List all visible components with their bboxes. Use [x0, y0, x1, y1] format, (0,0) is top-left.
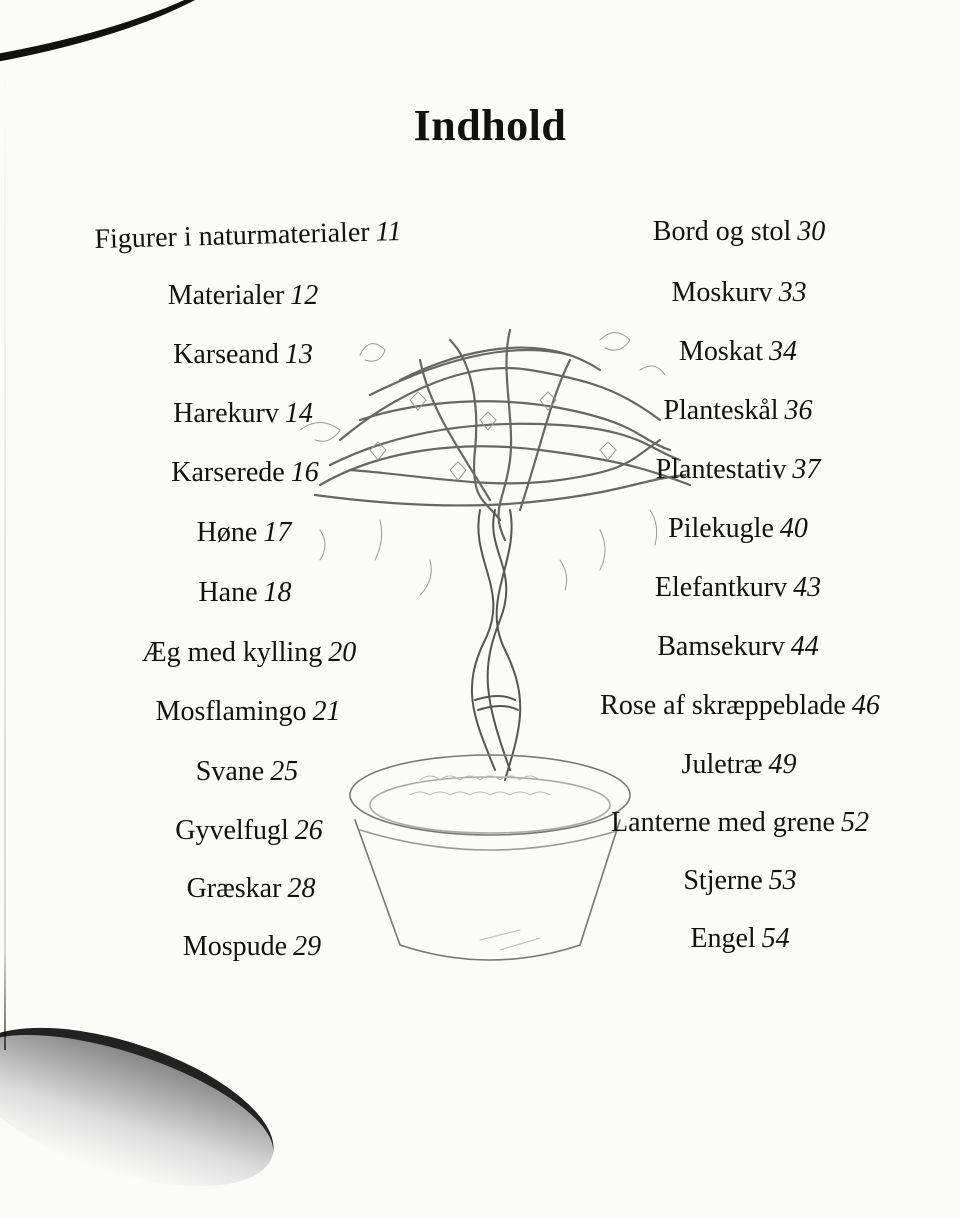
toc-entry-page: 13	[284, 339, 313, 370]
toc-entry-page: 26	[294, 815, 323, 846]
toc-entry-page: 28	[287, 873, 316, 904]
toc-entry-page: 20	[328, 637, 357, 668]
toc-entry-title: Høne	[196, 517, 258, 548]
toc-entry-title: Planteskål	[663, 395, 779, 426]
toc-entry-title: Figurer i naturmaterialer	[94, 216, 370, 256]
page-edge	[4, 40, 6, 1050]
page-curl-shadow-top	[0, 0, 265, 70]
toc-entry-title: Stjerne	[683, 865, 763, 896]
toc-entry-title: Bord og stol	[652, 216, 792, 247]
toc-entry-title: Harekurv	[173, 398, 279, 429]
toc-entry-title: Mosflamingo	[155, 696, 307, 727]
toc-entry-title: Svane	[195, 756, 265, 787]
toc-entry-page: 18	[263, 577, 292, 608]
toc-entry-page: 54	[761, 923, 790, 954]
toc-entry-title: Materialer	[167, 280, 285, 311]
toc-entry-page: 29	[293, 931, 322, 962]
toc-entry-page: 21	[312, 696, 341, 727]
toc-entry-title: Æg med kylling	[141, 637, 323, 668]
toc-entry-title: Hane	[198, 577, 258, 608]
toc-entry-page: 49	[768, 749, 797, 780]
toc-entry-title: Karserede	[171, 457, 285, 488]
toc-entry-page: 14	[284, 398, 313, 429]
toc-entry-page: 40	[779, 513, 808, 544]
toc-entry-title: Rose af skræppeblade	[600, 690, 846, 721]
toc-entry-page: 52	[840, 807, 869, 838]
toc-entry-page: 11	[375, 215, 402, 248]
toc-entry-page: 37	[792, 454, 821, 485]
toc-entry-page: 12	[290, 280, 319, 311]
toc-entry-page: 33	[778, 277, 807, 308]
toc-entry-page: 17	[263, 517, 292, 548]
page-title: Indhold	[413, 101, 567, 150]
toc-entry-page: 44	[790, 631, 819, 662]
toc-entry-title: Elefantkurv	[654, 572, 788, 603]
toc-entry-title: Juletræ	[681, 749, 763, 780]
toc-entry-title: Moskat	[679, 336, 763, 367]
toc-entry-title: Moskurv	[671, 277, 773, 308]
toc-entry-title: Bamsekurv	[657, 631, 785, 662]
toc-entry-page: 36	[784, 395, 813, 426]
toc-entry-title: Græskar	[186, 873, 282, 904]
toc-entry-title: Engel	[690, 923, 756, 954]
toc-entry-title: Lanterne med grene	[611, 807, 835, 838]
toc-entry-page: 43	[793, 572, 822, 603]
toc-entry-title: Mospude	[182, 931, 288, 962]
toc-entry-page: 16	[290, 457, 319, 488]
toc-entry-page: 53	[768, 865, 797, 896]
toc-entry-page: 25	[270, 756, 299, 787]
toc-entry-title: Gyvelfugl	[175, 815, 289, 846]
toc-entry-page: 46	[851, 690, 880, 721]
page-curl-shadow-bottom	[0, 995, 293, 1218]
toc-entry-page: 30	[797, 216, 826, 247]
toc-entry-title: Pilekugle	[668, 513, 774, 544]
toc-entry-title: Plantestativ	[655, 454, 787, 485]
tree-illustration	[300, 328, 692, 961]
toc-entry-page: 34	[769, 336, 797, 367]
toc-entry-title: Karseand	[173, 339, 279, 370]
